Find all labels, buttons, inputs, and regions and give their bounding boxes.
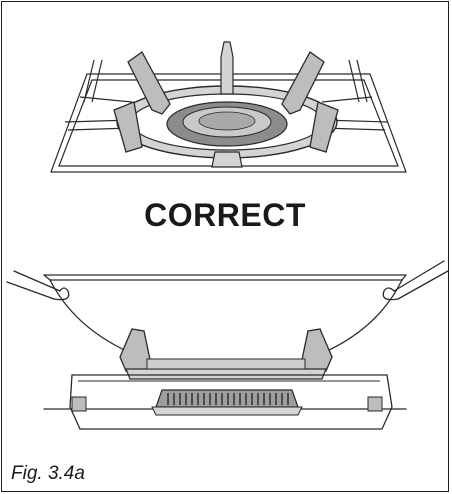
burner-with-pan-support-icon — [50, 41, 407, 173]
figure-caption: Fig. 3.4a — [11, 463, 85, 484]
status-label: CORRECT — [144, 197, 306, 233]
wok-on-burner-side-view-icon — [6, 260, 449, 430]
